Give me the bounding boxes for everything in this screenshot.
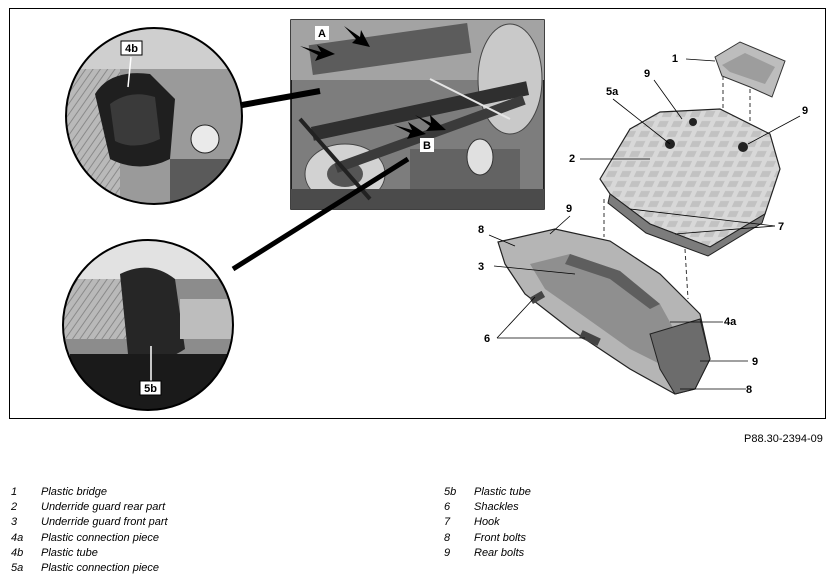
callout-1: 1: [672, 53, 678, 65]
callout-leaders: [488, 58, 801, 390]
callout-2: 2: [569, 153, 575, 165]
callout-5a: 5a: [606, 86, 619, 98]
callout-labels: 1 9 5a 9 2 7 9 8 3 4a 6 9 8: [478, 53, 808, 396]
callout-8: 8: [478, 224, 484, 236]
callout-9: 9: [752, 356, 758, 368]
callout-8: 8: [746, 384, 752, 396]
callout-4a: 4a: [724, 316, 737, 328]
underside-photo: A B: [290, 19, 545, 210]
diagram-frame: A B 4b: [9, 8, 826, 419]
detail-inset-5b: 5b: [62, 239, 234, 411]
inset-label-4b: 4b: [125, 43, 138, 55]
figure-reference-code: P88.30-2394-09: [744, 433, 823, 445]
inset-label-5b: 5b: [144, 383, 157, 395]
callout-9: 9: [566, 203, 572, 215]
detail-inset-4b: 4b: [65, 27, 243, 205]
exploded-parts-drawing: [497, 41, 786, 395]
callout-6: 6: [484, 333, 490, 345]
inset-connector: [241, 88, 321, 108]
callout-9: 9: [644, 68, 650, 80]
callout-9: 9: [802, 105, 808, 117]
photo-label-a: A: [318, 28, 326, 40]
callout-3: 3: [478, 261, 484, 273]
callout-7: 7: [778, 221, 784, 233]
inset-connector: [231, 156, 410, 272]
photo-label-b: B: [423, 140, 431, 152]
arrow-icon: [300, 26, 446, 139]
